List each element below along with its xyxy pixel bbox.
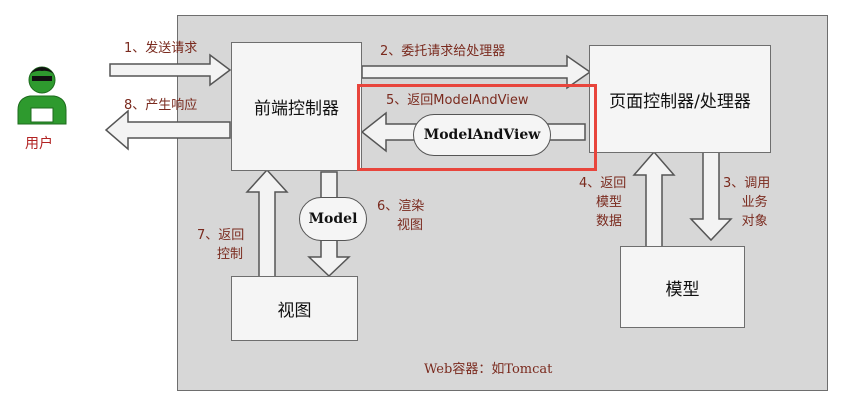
- step-7-line-1: 7、返回: [197, 228, 245, 243]
- arrow-delegate: [361, 54, 592, 90]
- view-box: 视图: [231, 276, 358, 341]
- arrow-return-model: [632, 150, 676, 248]
- arrow-send-request: [109, 53, 232, 87]
- step-7-label: 7、返回 控制: [197, 226, 244, 264]
- model-and-view-text: ModelAndView: [423, 127, 541, 143]
- step-3-line-2: 业务: [741, 195, 768, 210]
- step-3-line-3: 对象: [741, 214, 768, 229]
- front-controller-box: 前端控制器: [231, 42, 362, 171]
- view-label: 视图: [277, 301, 312, 321]
- model-and-view-oval: ModelAndView: [413, 114, 551, 156]
- step-5-label: 5、返回ModelAndView: [386, 93, 529, 108]
- step-6-line-1: 6、渲染: [377, 199, 425, 214]
- step-3-line-1: 3、调用: [723, 176, 771, 191]
- web-container-label: Web容器：如Tomcat: [424, 362, 553, 377]
- step-7-line-2: 控制: [217, 247, 244, 262]
- user-icon: [14, 62, 70, 132]
- step-8-label: 8、产生响应: [124, 98, 198, 113]
- handler-label: 页面控制器/处理器: [609, 91, 751, 112]
- model-label: 模型: [665, 279, 700, 300]
- step-4-line-3: 数据: [596, 214, 623, 229]
- model-oval: Model: [299, 197, 367, 241]
- highlight-rectangle: [357, 84, 597, 171]
- model-box: 模型: [620, 246, 745, 328]
- arrow-response: [104, 109, 231, 151]
- step-6-line-2: 视图: [397, 218, 424, 233]
- step-4-line-2: 模型: [596, 195, 623, 210]
- step-4-label: 4、返回 模型 数据: [579, 174, 626, 231]
- step-4-line-1: 4、返回: [579, 176, 627, 191]
- front-controller-label: 前端控制器: [254, 99, 339, 119]
- arrow-return-control: [245, 168, 289, 278]
- step-6-label: 6、渲染 视图: [377, 197, 424, 235]
- arrow-call-business: [689, 151, 733, 242]
- model-oval-text: Model: [308, 211, 358, 227]
- handler-box: 页面控制器/处理器: [589, 45, 771, 153]
- step-2-label: 2、委托请求给处理器: [380, 44, 506, 59]
- step-3-label: 3、调用 业务 对象: [723, 174, 770, 231]
- user-label: 用户: [25, 136, 53, 152]
- step-1-label: 1、发送请求: [124, 41, 198, 56]
